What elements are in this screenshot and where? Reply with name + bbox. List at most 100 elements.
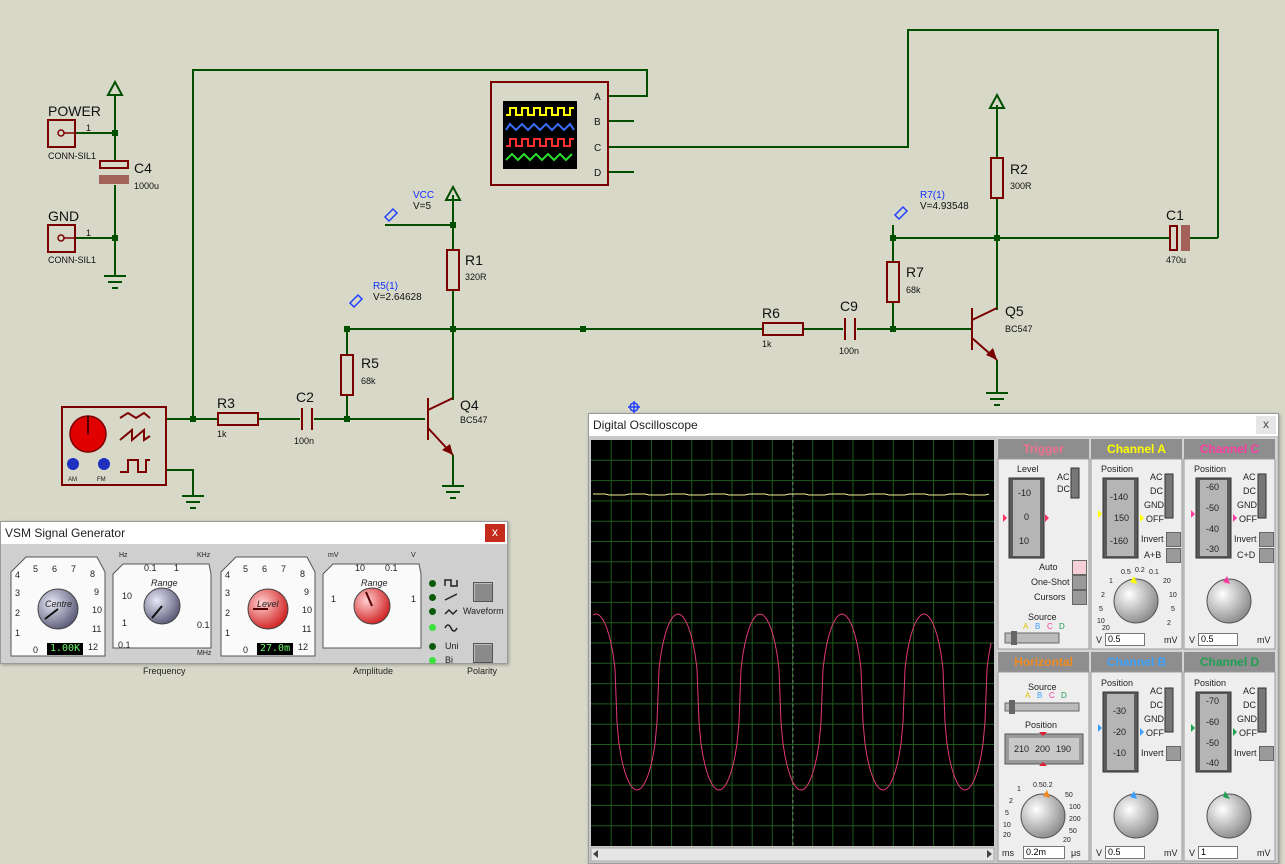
channel-c-volts-field[interactable]: 0.5: [1198, 633, 1238, 646]
amp-range-label: Range: [361, 578, 388, 588]
centre-scale-5: 5: [33, 564, 39, 574]
centre-scale-12: 12: [88, 642, 99, 652]
horizontal-source-thumb[interactable]: [1009, 700, 1015, 714]
fm-terminal: [98, 458, 110, 470]
square-wave-led[interactable]: [429, 580, 436, 587]
scope-scrollbar[interactable]: [590, 847, 995, 862]
channel-c-scale-4: -30: [1206, 544, 1220, 554]
oscilloscope-panel: Trigger Level -10 0 10 AC DC Auto One-Sh…: [589, 436, 1278, 863]
panel-headers: [998, 439, 1275, 672]
waveform-button[interactable]: [473, 582, 493, 602]
coupling-switches[interactable]: [1070, 467, 1267, 733]
channel-d-volts-field[interactable]: 1: [1198, 846, 1238, 859]
horizontal-source-a: A: [1025, 691, 1031, 700]
signal-generator-close-button[interactable]: x: [485, 524, 505, 542]
trigger-source-label: Source: [1028, 612, 1057, 622]
channel-c-unit-right: mV: [1257, 635, 1271, 645]
r3-value: 1k: [217, 429, 227, 439]
voltage-probes[interactable]: [348, 205, 909, 309]
scroll-left-icon[interactable]: [593, 850, 598, 858]
saw-wave-led[interactable]: [429, 594, 436, 601]
channel-a-invert-button[interactable]: [1166, 532, 1181, 547]
channel-d-invert-button[interactable]: [1259, 746, 1274, 761]
channel-d-position-label: Position: [1194, 678, 1227, 688]
channel-a-combine-button[interactable]: [1166, 548, 1181, 563]
waveform-glyphs: [444, 579, 458, 632]
channel-a-volts-field[interactable]: 0.5: [1105, 633, 1145, 646]
channel-d-off: OFF: [1239, 728, 1257, 738]
scroll-right-icon[interactable]: [987, 850, 992, 858]
knob-a-scale-20: 20: [1102, 625, 1110, 632]
horizontal-unit-left: ms: [1002, 848, 1014, 858]
freq-range-indicator: [151, 605, 163, 619]
amp-range-indicator: [365, 591, 373, 607]
c2-name: C2: [296, 389, 314, 405]
polarity-label: Polarity: [467, 666, 498, 676]
level-scale-1: 1: [225, 628, 231, 638]
trigger-source-b: B: [1035, 622, 1041, 631]
horizontal-source-c: C: [1049, 691, 1055, 700]
polarity-button[interactable]: [473, 643, 493, 663]
trigger-source-thumb[interactable]: [1011, 631, 1017, 645]
c4-name: C4: [134, 160, 152, 176]
channel-a-scale-1: -140: [1110, 492, 1129, 502]
trigger-cursors-button[interactable]: [1072, 590, 1087, 605]
volts-div-knobs[interactable]: [1020, 578, 1252, 839]
sine-wave-led[interactable]: [429, 624, 436, 631]
freq-range-scale-3: 10: [122, 591, 133, 601]
channel-b-unit-right: mV: [1164, 848, 1178, 858]
r5-name: R5: [361, 355, 379, 371]
uni-led[interactable]: [429, 643, 436, 650]
channel-c-scale-1: -60: [1206, 482, 1220, 492]
scope-pin-d: D: [594, 168, 601, 179]
oscilloscope-close-button[interactable]: x: [1256, 416, 1276, 434]
trigger-one-shot-button[interactable]: [1072, 575, 1087, 590]
channel-a-scale-3: -160: [1110, 536, 1129, 546]
trigger-source-slider[interactable]: [1004, 632, 1060, 644]
channel-b-invert-button[interactable]: [1166, 746, 1181, 761]
channel-c-ac: AC: [1243, 472, 1256, 482]
level-scale-11: 11: [302, 624, 312, 634]
probe-r7-value: V=4.93548: [920, 201, 969, 212]
knob-h-scale-3: 2: [1009, 798, 1013, 805]
level-scale-0: 0: [243, 645, 249, 655]
horizontal-source-slider[interactable]: [1004, 702, 1080, 712]
channel-a-invert: Invert: [1141, 534, 1164, 544]
r6-name: R6: [762, 305, 780, 321]
horizontal-scale-3: 190: [1056, 744, 1072, 754]
triangle-wave-led[interactable]: [429, 608, 436, 615]
level-label: Level: [257, 599, 279, 609]
saw-glyph: [119, 427, 151, 443]
channel-d-unit-left: V: [1189, 848, 1196, 858]
signal-generator-window[interactable]: VSM Signal Generator x: [0, 521, 508, 676]
horizontal-title: Horizontal: [1014, 655, 1073, 669]
gnd-conn-type: CONN-SIL1: [48, 255, 96, 265]
trigger-auto-button[interactable]: [1072, 560, 1087, 575]
bi-led[interactable]: [429, 657, 436, 664]
centre-label: Centre: [45, 599, 73, 609]
gen-pin-fm: FM: [97, 477, 106, 483]
resistors[interactable]: [217, 157, 1004, 426]
trigger-source-d: D: [1059, 622, 1065, 631]
channel-d-dc: DC: [1243, 700, 1256, 710]
capacitors[interactable]: [99, 160, 1190, 430]
knob-a-scale-20b: 20: [1163, 578, 1171, 585]
centre-scale-7: 7: [71, 564, 77, 574]
probe-r5-name: R5(1): [373, 281, 398, 292]
connectors[interactable]: [47, 119, 76, 253]
horizontal-time-field[interactable]: 0.2m: [1023, 846, 1065, 859]
ground-symbols: [104, 275, 1008, 509]
channel-c-combine-button[interactable]: [1259, 548, 1274, 563]
channel-c-off: OFF: [1239, 514, 1257, 524]
level-scale-5: 5: [243, 564, 249, 574]
channel-c-invert-button[interactable]: [1259, 532, 1274, 547]
oscilloscope-window[interactable]: Digital Oscilloscope x: [588, 413, 1279, 864]
r1-name: R1: [465, 252, 483, 268]
knob-a-scale-01: 0.1: [1149, 569, 1159, 576]
centre-scale-11: 11: [92, 624, 102, 634]
channel-c-dc: DC: [1243, 486, 1256, 496]
junctions: [112, 130, 1000, 422]
channel-b-volts-field[interactable]: 0.5: [1105, 846, 1145, 859]
centre-scale-6: 6: [52, 564, 58, 574]
